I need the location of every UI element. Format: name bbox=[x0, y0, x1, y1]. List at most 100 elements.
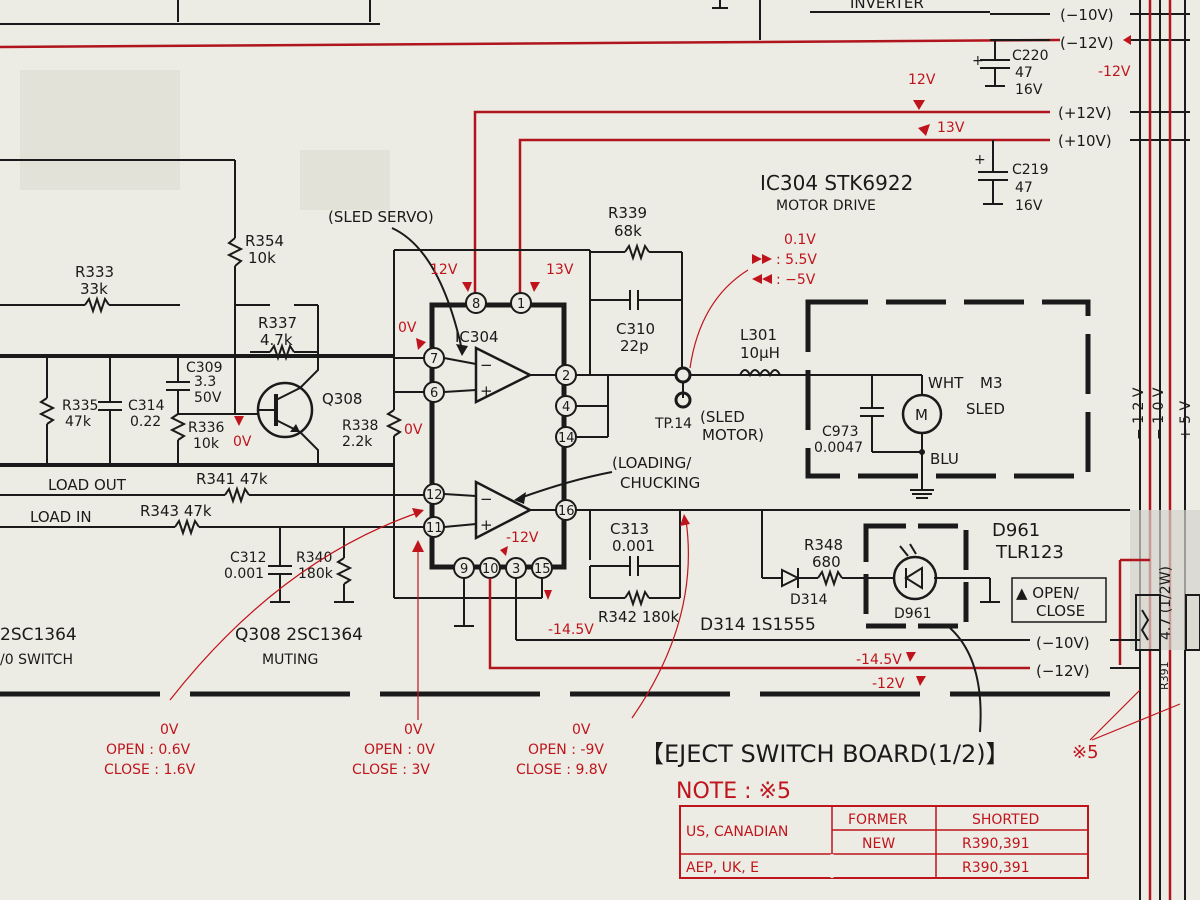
ic304-chip: IC304 − + − + bbox=[429, 302, 567, 570]
tp14-test-point bbox=[674, 366, 692, 384]
eject-board-title: 【EJECT SWITCH BOARD(1/2)】 bbox=[640, 740, 1010, 768]
legend-55v: : 5.5V bbox=[776, 252, 817, 268]
c313-value: 0.001 bbox=[612, 537, 655, 555]
pin-16: 16 bbox=[558, 504, 575, 519]
q308-label: Q308 bbox=[322, 390, 362, 408]
l301-label: L301 bbox=[740, 326, 777, 344]
c314-label: C314 bbox=[128, 398, 165, 414]
red-annotations: 12V 13V 0V -12V -14.5V -14.5V -12V 0V OP… bbox=[104, 262, 1181, 778]
note-label: NOTE : ※5 bbox=[676, 779, 791, 804]
led-section: D314 R348 680 D961 D961 TLR123 ▲ OPEN/ C… bbox=[700, 510, 1140, 733]
ann2-close: CLOSE : 3V bbox=[352, 762, 430, 778]
inverter-label: INVERTER bbox=[850, 0, 924, 12]
r337-value: 4.7k bbox=[260, 331, 293, 349]
d314-part-desc: D314 1S1555 bbox=[700, 615, 816, 635]
note-row0-value: R390,391 bbox=[962, 836, 1030, 852]
sled-servo-label: (SLED SERVO) bbox=[328, 208, 434, 226]
r336-label: R336 bbox=[188, 420, 225, 436]
c220-label: C220 bbox=[1012, 48, 1049, 64]
open-close-switch bbox=[1011, 577, 1107, 623]
open-close-label-1: ▲ OPEN/ bbox=[1016, 584, 1080, 602]
opamp-upper-icon bbox=[474, 345, 533, 405]
r336-value: 10k bbox=[193, 436, 220, 452]
r391-rating: 4.7 (1/2W) bbox=[1158, 566, 1174, 640]
q308-part-desc: Q308 2SC1364 bbox=[235, 625, 363, 645]
loading-chucking-label-2: CHUCKING bbox=[620, 474, 700, 492]
ann3-0v: 0V bbox=[572, 722, 591, 738]
pin-10: 10 bbox=[482, 562, 499, 577]
c309-label: C309 bbox=[186, 360, 223, 376]
pin-3: 3 bbox=[512, 562, 520, 577]
left-switch-label: /0 SWITCH bbox=[0, 652, 73, 668]
pin15-m145v-label: -14.5V bbox=[548, 622, 594, 638]
note-row0-new: NEW bbox=[862, 836, 895, 852]
pin8-12v-label: 12V bbox=[430, 262, 458, 278]
load-out-label: LOAD OUT bbox=[48, 476, 127, 494]
rail-m12v-vertical: − 1 2 V bbox=[1131, 387, 1147, 440]
pin-15: 15 bbox=[534, 562, 551, 577]
ic304-label: IC304 bbox=[455, 328, 499, 346]
pin1-13v-label: 13V bbox=[546, 262, 574, 278]
r338-0v-label: 0V bbox=[404, 422, 423, 438]
r340-value: 180k bbox=[298, 566, 334, 582]
pin-11: 11 bbox=[426, 521, 443, 536]
r343-label: R343 47k bbox=[140, 502, 212, 520]
note-row1-region: AEP, UK, E bbox=[686, 860, 759, 876]
note-row1-value: R390,391 bbox=[962, 860, 1030, 876]
legend-m5v: : −5V bbox=[776, 272, 816, 288]
d961-part: TLR123 bbox=[995, 542, 1064, 563]
r340-label: R340 bbox=[296, 550, 332, 566]
right-rails: − 1 2 V − 1 0 V + 5 V 4.7 (1/2W) R391 bbox=[1118, 0, 1200, 900]
r333-label: R333 bbox=[75, 263, 114, 281]
c219-voltage: 16V bbox=[1015, 198, 1043, 214]
c220-plus: + bbox=[972, 53, 984, 69]
r338-label: R338 bbox=[342, 418, 378, 434]
c973-value: 0.0047 bbox=[814, 440, 863, 456]
motor-m-label: M bbox=[915, 406, 928, 424]
r338-value: 2.2k bbox=[342, 434, 373, 450]
d314-diode-icon bbox=[781, 568, 801, 588]
c312-label: C312 bbox=[230, 550, 267, 566]
c312-value: 0.001 bbox=[224, 566, 264, 582]
muting-label: MUTING bbox=[262, 652, 318, 668]
rail-m12v-label: (−12V) bbox=[1060, 34, 1114, 52]
pin7-0v-label: 0V bbox=[398, 320, 417, 336]
c313-label: C313 bbox=[610, 520, 649, 538]
r335-label: R335 bbox=[62, 398, 98, 414]
pin-8: 8 bbox=[472, 297, 480, 312]
pin-2: 2 bbox=[562, 369, 570, 384]
ic304-wiring: R339 68k C310 22p (SLED SERVO) (LOADING/… bbox=[328, 204, 1130, 670]
r337-label: R337 bbox=[258, 314, 297, 332]
ann2-open: OPEN : 0V bbox=[364, 742, 435, 758]
d961-led-icon bbox=[892, 555, 938, 601]
note-header-former: FORMER bbox=[848, 812, 908, 828]
ann1-open: OPEN : 0.6V bbox=[106, 742, 191, 758]
c220-voltage: 16V bbox=[1015, 82, 1043, 98]
ann3-close: CLOSE : 9.8V bbox=[516, 762, 608, 778]
v13-top-label: 13V bbox=[937, 120, 965, 136]
r335-value: 47k bbox=[65, 414, 92, 430]
r339-label: R339 bbox=[608, 204, 647, 222]
r342-label: R342 180k bbox=[598, 608, 679, 626]
m3-label: M3 bbox=[980, 374, 1003, 392]
note-header-shorted: SHORTED bbox=[972, 812, 1039, 828]
pin-6: 6 bbox=[430, 386, 438, 401]
m12v-top-label: -12V bbox=[1098, 64, 1131, 80]
rail-m10v-bottom: (−10V) bbox=[1036, 634, 1090, 652]
svg-text:+: + bbox=[480, 516, 493, 534]
c219-value: 47 bbox=[1015, 180, 1033, 196]
c973-label: C973 bbox=[822, 424, 859, 440]
sled-label: SLED bbox=[966, 400, 1005, 418]
pin-7: 7 bbox=[430, 352, 438, 367]
r339-value: 68k bbox=[614, 222, 642, 240]
svg-text:+: + bbox=[480, 382, 493, 400]
pin-9: 9 bbox=[460, 562, 468, 577]
d961-inner-label: D961 bbox=[894, 606, 932, 622]
l301-inductor-icon bbox=[739, 369, 781, 378]
c220-value: 47 bbox=[1015, 65, 1033, 81]
c309-value: 3.3 bbox=[194, 374, 216, 390]
v12-top-label: 12V bbox=[908, 72, 936, 88]
pin-12: 12 bbox=[426, 488, 443, 503]
